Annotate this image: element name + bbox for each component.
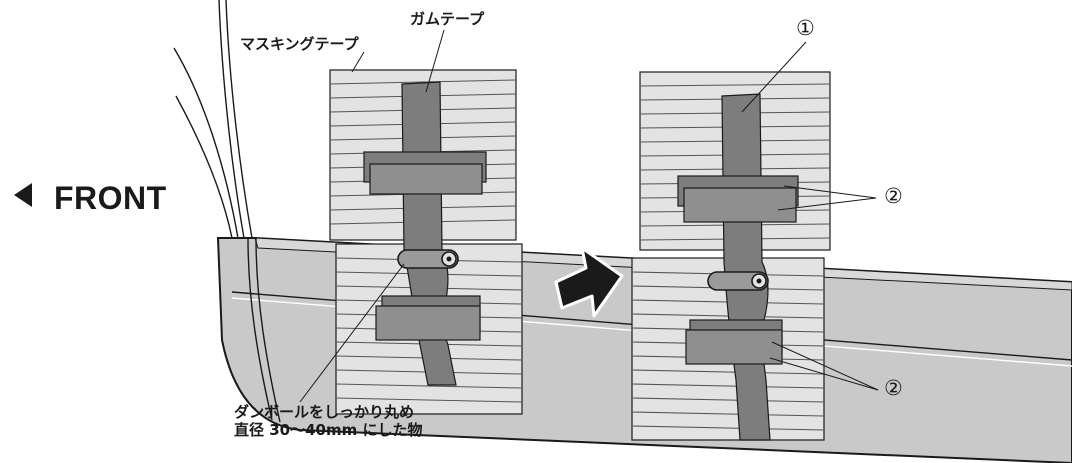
masking-tape-label: マスキングテープ bbox=[240, 35, 359, 53]
gum-tape-right bbox=[677, 93, 799, 441]
step-2-marker-upper: ② bbox=[884, 184, 903, 208]
step-2-marker-lower: ② bbox=[884, 376, 903, 400]
gum-tape-label: ガムテープ bbox=[410, 10, 485, 28]
window-frame-lines bbox=[173, 0, 253, 239]
arrow-right-icon bbox=[554, 246, 624, 318]
step-1-marker: ① bbox=[796, 16, 815, 40]
cardboard-caption-line2: 直径 30〜40mm にした物 bbox=[234, 421, 423, 439]
rolled-cardboard-right bbox=[707, 271, 769, 291]
cardboard-caption: ダンボールをしっかり丸め 直径 30〜40mm にした物 bbox=[234, 403, 422, 439]
cardboard-caption-line1: ダンボールをしっかり丸め bbox=[234, 403, 415, 421]
leader-lines bbox=[299, 29, 879, 403]
gum-tape-left bbox=[363, 81, 487, 386]
front-direction-label: FRONT bbox=[14, 180, 167, 217]
front-text: FRONT bbox=[54, 180, 167, 216]
triangle-left-icon bbox=[14, 183, 32, 207]
rolled-cardboard-left bbox=[397, 249, 459, 269]
